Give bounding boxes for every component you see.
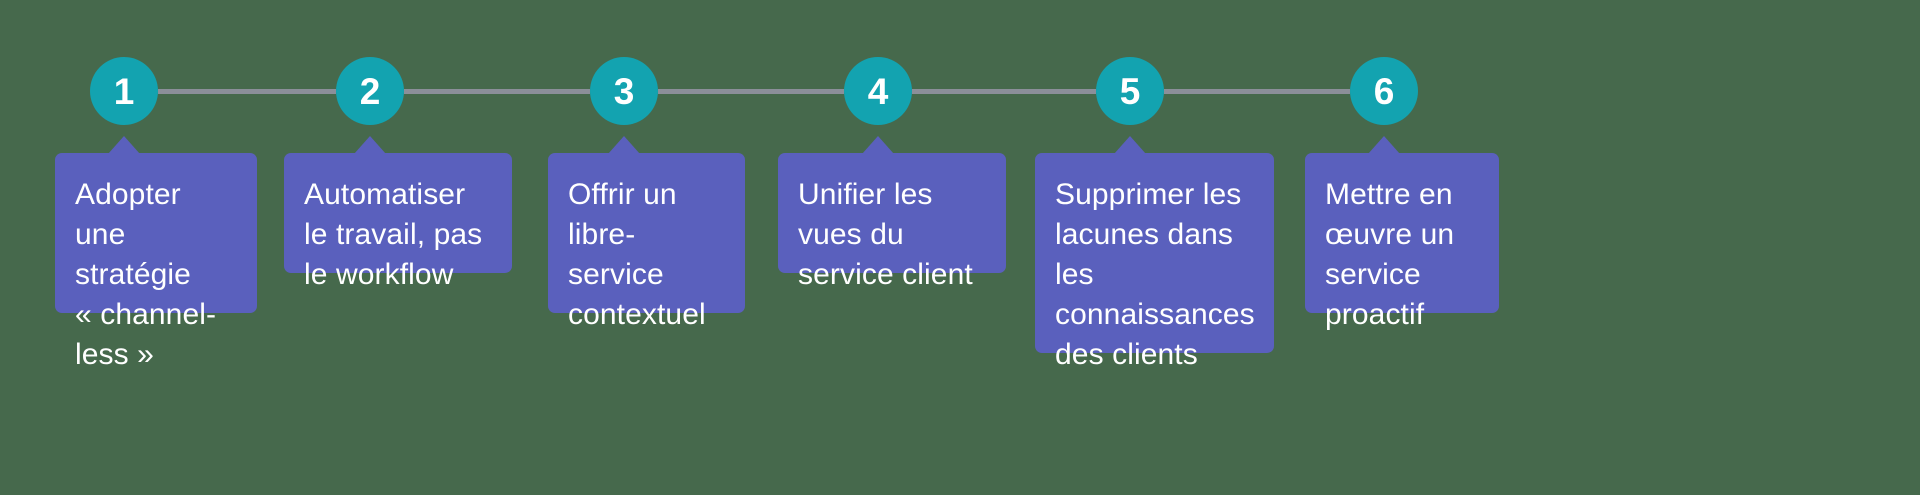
step-number-circle-5[interactable]: 5 [1096, 57, 1164, 125]
card-notch-arrow-icon-6 [1368, 136, 1400, 154]
step-card-label-1: Adopter une stratégie « channel- less » [75, 178, 217, 371]
step-card-4[interactable]: Unifier les vues du service client [778, 136, 1006, 291]
step-card-label-5: Supprimer les lacunes dans les connaissa… [1055, 178, 1255, 371]
card-notch-arrow-icon-3 [608, 136, 640, 154]
step-card-2[interactable]: Automatiser le travail, pas le workflow [284, 136, 512, 291]
card-notch-arrow-icon-1 [108, 136, 140, 154]
step-number-circle-6[interactable]: 6 [1350, 57, 1418, 125]
connector-line-1 [158, 89, 336, 94]
step-number-circle-3[interactable]: 3 [590, 57, 658, 125]
step-card-6[interactable]: Mettre en œuvre un service proactif [1305, 136, 1499, 331]
connector-line-2 [404, 89, 590, 94]
card-notch-arrow-icon-4 [862, 136, 894, 154]
step-card-label-4: Unifier les vues du service client [798, 178, 973, 291]
step-number-circle-4[interactable]: 4 [844, 57, 912, 125]
card-notch-arrow-icon-2 [354, 136, 386, 154]
step-card-label-6: Mettre en œuvre un service proactif [1325, 178, 1455, 331]
step-card-5[interactable]: Supprimer les lacunes dans les connaissa… [1035, 136, 1274, 371]
step-number-circle-1[interactable]: 1 [90, 57, 158, 125]
card-notch-arrow-icon-5 [1114, 136, 1146, 154]
step-card-label-2: Automatiser le travail, pas le workflow [304, 178, 483, 291]
connector-line-3 [658, 89, 844, 94]
connector-line-5 [1164, 89, 1350, 94]
step-card-3[interactable]: Offrir un libre- service contextuel [548, 136, 745, 331]
step-number-circle-2[interactable]: 2 [336, 57, 404, 125]
step-card-1[interactable]: Adopter une stratégie « channel- less » [55, 136, 257, 371]
connector-line-4 [912, 89, 1096, 94]
step-card-label-3: Offrir un libre- service contextuel [568, 178, 706, 331]
